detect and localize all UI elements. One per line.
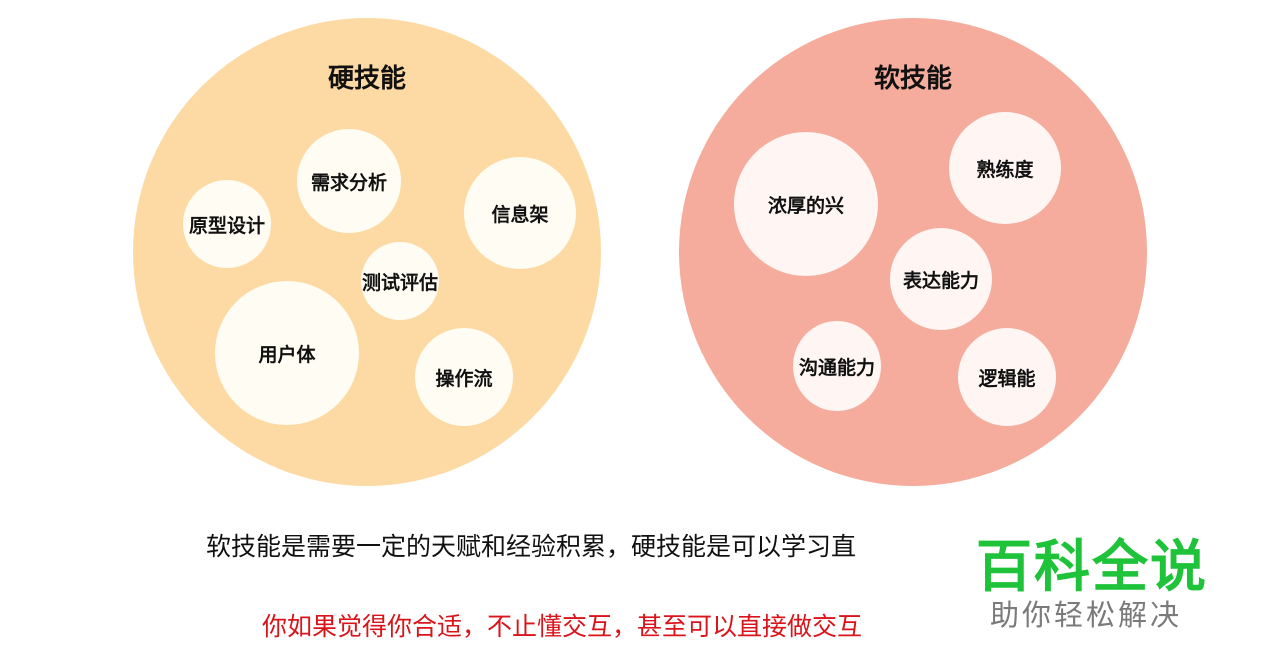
skill-bubble-information-architecture: 信息架 [464, 157, 576, 269]
watermark-title: 百科全说 [976, 535, 1208, 600]
skill-label: 浓厚的兴 [767, 194, 844, 217]
skill-label: 熟练度 [976, 158, 1034, 181]
skill-bubble-user-experience: 用户体 [215, 281, 359, 425]
caption-main: 软技能是需要一定的天赋和经验积累，硬技能是可以学习直 [206, 532, 857, 561]
skill-label: 逻辑能 [978, 367, 1036, 390]
skill-bubble-operation-flow: 操作流 [415, 328, 513, 426]
hard-skills-title: 硬技能 [327, 64, 407, 94]
skill-bubble-strong-interest: 浓厚的兴 [734, 132, 878, 276]
skill-label: 需求分析 [310, 171, 387, 194]
skill-label: 表达能力 [902, 269, 979, 292]
skill-bubble-requirements-analysis: 需求分析 [297, 129, 401, 233]
skill-label: 测试评估 [361, 271, 438, 294]
skill-bubble-logic-ability: 逻辑能 [958, 328, 1056, 426]
skill-label: 沟通能力 [798, 356, 875, 379]
skill-label: 原型设计 [188, 214, 265, 237]
skill-label: 信息架 [491, 203, 549, 226]
watermark-subtitle: 助你轻松解决 [990, 598, 1183, 632]
skill-bubble-prototype-design: 原型设计 [183, 180, 271, 268]
skill-bubble-expression-ability: 表达能力 [890, 228, 992, 330]
skill-bubble-communication-ability: 沟通能力 [793, 321, 881, 411]
skill-label: 用户体 [258, 343, 316, 366]
skill-bubble-testing-evaluation: 测试评估 [361, 242, 439, 320]
caption-accent: 你如果觉得你合适，不止懂交互，甚至可以直接做交互 [262, 612, 863, 641]
soft-skills-title: 软技能 [873, 64, 953, 94]
skill-label: 操作流 [435, 367, 493, 390]
skill-bubble-proficiency: 熟练度 [949, 112, 1061, 224]
